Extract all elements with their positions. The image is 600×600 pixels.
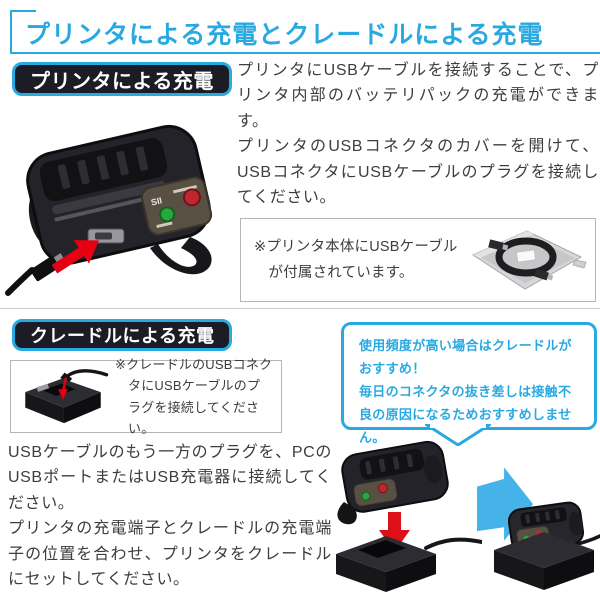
coiled-usb-cable	[495, 237, 557, 277]
printer-feed-button	[159, 206, 176, 223]
printer-control-panel: SII	[140, 176, 213, 236]
micro-usb-connector	[534, 268, 554, 281]
printer-docked-on-cradle-illustration	[494, 501, 600, 590]
cradle-base	[494, 532, 594, 590]
printer-usb-note-box: ※プリンタ本体にUSBケーブルが付属されています。	[240, 218, 596, 302]
cradle-with-usb-cable-illustration	[25, 368, 109, 423]
cradle-recommendation-text: 使用頻度が高い場合はクレードルがおすすめ！ 毎日のコネクタの抜き差しは接触不良の…	[359, 338, 572, 445]
blue-right-arrow-icon	[477, 467, 534, 541]
printer-belt-clip	[150, 237, 212, 275]
cradle-cable	[576, 534, 600, 546]
section-divider	[0, 308, 600, 309]
printer-usb-connector	[87, 228, 125, 244]
package-label	[515, 249, 537, 263]
printer-power-button	[182, 188, 201, 207]
printer-charging-description: プリンタにUSBケーブルを接続することで、プリンタ内部のバッテリパックの充電がで…	[237, 62, 599, 207]
cradle-charging-description: USBケーブルのもう一方のプラグを、PCのUSBポートまたはUSB充電器に接続し…	[8, 444, 332, 589]
section-heading-cradle-charging: クレードルによる充電	[12, 319, 233, 351]
cradle-cable	[424, 537, 482, 550]
cradle	[336, 536, 482, 592]
page-title-box: プリンタによる充電とクレードルによる充電	[10, 10, 600, 54]
usb-a-connector	[488, 239, 509, 251]
red-arrow-icon	[51, 240, 99, 274]
red-arrow-icon	[58, 376, 68, 400]
usb-cable	[5, 267, 35, 296]
cradle-cable	[66, 368, 109, 377]
cradle-usb-note: ※クレードルのUSBコネクタにUSBケーブルのプラグを接続してください。	[115, 356, 273, 437]
cradle-usb-note-box: ※クレードルのUSBコネクタにUSBケーブルのプラグを接続してください。	[10, 357, 282, 436]
bubble-tail	[425, 424, 491, 446]
cradle-label	[36, 383, 50, 392]
printer-above-cradle-illustration	[336, 440, 482, 592]
printer-logo: SII	[150, 195, 163, 207]
small-printer	[341, 440, 449, 513]
printer-body: SII	[26, 124, 213, 265]
printer-with-usb-cable-illustration: SII	[5, 124, 213, 296]
small-printer-clip	[337, 502, 357, 525]
page-title: プリンタによる充電とクレードルによる充電	[25, 21, 544, 49]
cradle-recommendation-bubble: 使用頻度が高い場合はクレードルがおすすめ！ 毎日のコネクタの抜き差しは接触不良の…	[341, 322, 597, 446]
section-heading-printer-charging: プリンタによる充電	[12, 62, 232, 96]
printer-usb-note: ※プリンタ本体にUSBケーブルが付属されています。	[254, 239, 458, 281]
usb-cable-package-illustration	[471, 230, 587, 290]
